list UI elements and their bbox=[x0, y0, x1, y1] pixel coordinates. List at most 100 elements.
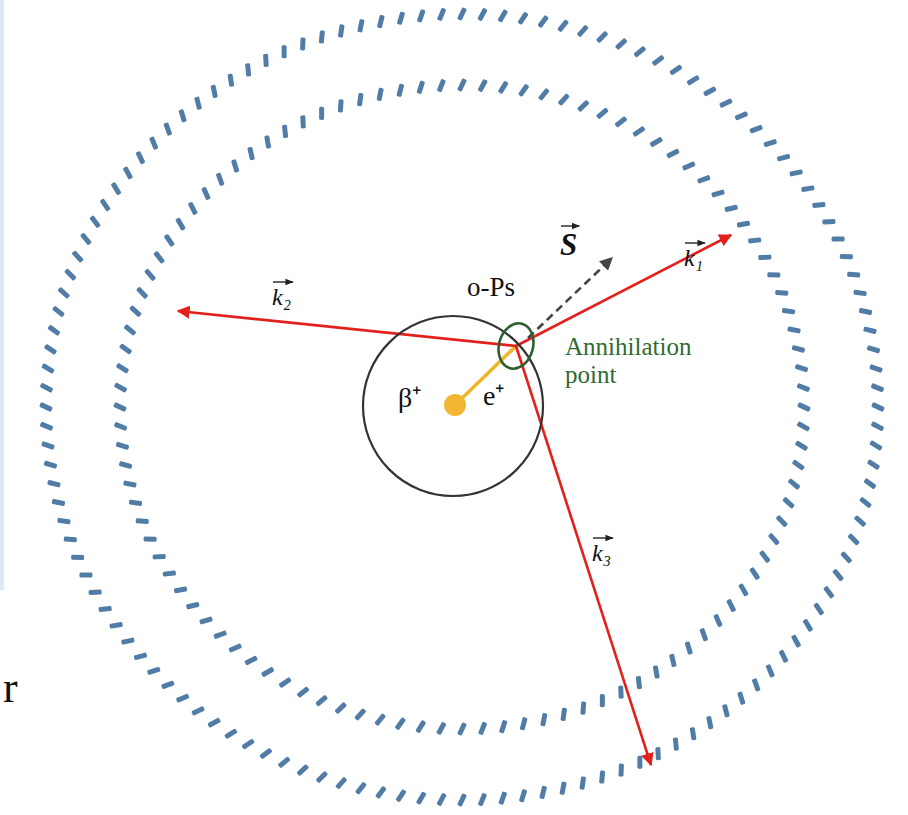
detector-strip bbox=[847, 272, 860, 278]
detector-strip bbox=[113, 402, 127, 412]
detector-strip bbox=[123, 166, 134, 180]
detector-strip bbox=[822, 219, 835, 225]
detector-strip bbox=[847, 533, 860, 546]
detector-strip bbox=[699, 628, 708, 642]
detector-strip bbox=[300, 37, 306, 50]
detector-strip bbox=[749, 567, 760, 581]
ops-label: o-Ps bbox=[467, 273, 515, 303]
detector-strip bbox=[792, 459, 805, 471]
detector-strip bbox=[354, 708, 366, 721]
detector-strip bbox=[796, 383, 810, 392]
detector-strip bbox=[163, 570, 176, 576]
detector-strip bbox=[499, 720, 508, 734]
detector-strip bbox=[282, 125, 288, 138]
detector-strip bbox=[134, 652, 148, 660]
detector-strip bbox=[123, 324, 136, 336]
detector-strip bbox=[116, 441, 130, 450]
detector-strip bbox=[726, 599, 736, 613]
detector-strip bbox=[129, 499, 143, 506]
detector-strip bbox=[153, 251, 165, 264]
detector-strip bbox=[261, 667, 275, 678]
detector-strip bbox=[791, 345, 805, 353]
detector-strip bbox=[682, 161, 696, 171]
detector-strip bbox=[416, 791, 427, 805]
detector-strip bbox=[245, 63, 251, 76]
detector-strip bbox=[478, 793, 488, 807]
detector-strip bbox=[787, 326, 801, 333]
detector-strip bbox=[417, 9, 426, 23]
detector-strip bbox=[840, 551, 852, 564]
detector-strip bbox=[355, 782, 367, 795]
detector-strip bbox=[374, 713, 386, 726]
detector-strip bbox=[673, 737, 679, 750]
detector-strip bbox=[758, 255, 771, 261]
photon-arrow bbox=[516, 346, 651, 765]
detector-strip bbox=[791, 634, 802, 648]
detector-strip bbox=[335, 777, 347, 790]
detector-strip bbox=[600, 694, 605, 707]
detector-strip bbox=[123, 480, 137, 487]
detector-strip bbox=[618, 686, 624, 699]
detector-strip bbox=[377, 15, 385, 29]
detector-strip bbox=[538, 88, 550, 101]
detector-strip bbox=[278, 756, 291, 768]
detector-strip bbox=[228, 643, 242, 653]
detector-strip bbox=[779, 649, 789, 663]
ellipse-outline bbox=[497, 321, 535, 371]
detector-strip bbox=[191, 706, 205, 716]
detector-strip bbox=[713, 614, 723, 628]
detector-strip bbox=[436, 722, 447, 736]
detector-strip bbox=[498, 791, 507, 805]
detector-strip bbox=[64, 536, 77, 542]
cut-letter: r bbox=[3, 664, 18, 712]
detector-strip bbox=[116, 363, 130, 374]
detector-strip bbox=[188, 201, 198, 215]
vector-arrow bbox=[685, 242, 705, 243]
detector-strip bbox=[539, 786, 547, 800]
detector-strip bbox=[375, 786, 387, 799]
detector-strip bbox=[40, 422, 54, 432]
detector-strip bbox=[669, 654, 677, 668]
detector-strip bbox=[88, 589, 101, 595]
detector-strip bbox=[296, 686, 309, 698]
detector-strip bbox=[722, 704, 730, 718]
detector-strip bbox=[315, 694, 328, 706]
circle-outline bbox=[362, 315, 544, 497]
detector-strip bbox=[144, 537, 157, 542]
detector-strip bbox=[580, 701, 586, 714]
detector-strip bbox=[690, 727, 697, 741]
detector-strip bbox=[854, 515, 867, 527]
detector-strip bbox=[300, 115, 306, 128]
detector-strip bbox=[560, 708, 567, 722]
detector-strip bbox=[869, 364, 883, 373]
detector-strip bbox=[334, 702, 347, 715]
detector-strip bbox=[759, 550, 771, 563]
detector-strip bbox=[207, 717, 221, 728]
detector-strip bbox=[144, 268, 156, 281]
detector-strip bbox=[71, 250, 83, 263]
detector-strip bbox=[782, 308, 796, 315]
detector-strip bbox=[52, 499, 66, 506]
momentum-label: k₃ bbox=[592, 540, 611, 566]
photon-arrows bbox=[178, 235, 731, 765]
detector-strip bbox=[813, 602, 824, 616]
detector-strip bbox=[636, 676, 642, 689]
momentum-label: k₂ bbox=[272, 284, 291, 310]
detector-strip bbox=[178, 109, 187, 123]
detector-strip bbox=[832, 568, 844, 581]
detector-strip bbox=[80, 232, 92, 245]
detector-strip bbox=[697, 175, 711, 184]
detector-strip bbox=[241, 738, 255, 749]
source-region: β⁺e⁺ bbox=[362, 315, 544, 497]
detector-strip bbox=[129, 305, 142, 317]
detector-strip bbox=[44, 344, 58, 355]
detector-strip bbox=[296, 764, 309, 776]
detector-strip bbox=[71, 555, 84, 561]
detector-strip bbox=[832, 236, 845, 241]
detector-strip bbox=[801, 185, 815, 192]
detector-strip bbox=[437, 79, 446, 93]
detector-strip bbox=[596, 107, 609, 119]
detector-strip bbox=[478, 721, 487, 735]
detector-strip bbox=[577, 24, 589, 37]
detector-strip bbox=[775, 290, 788, 296]
